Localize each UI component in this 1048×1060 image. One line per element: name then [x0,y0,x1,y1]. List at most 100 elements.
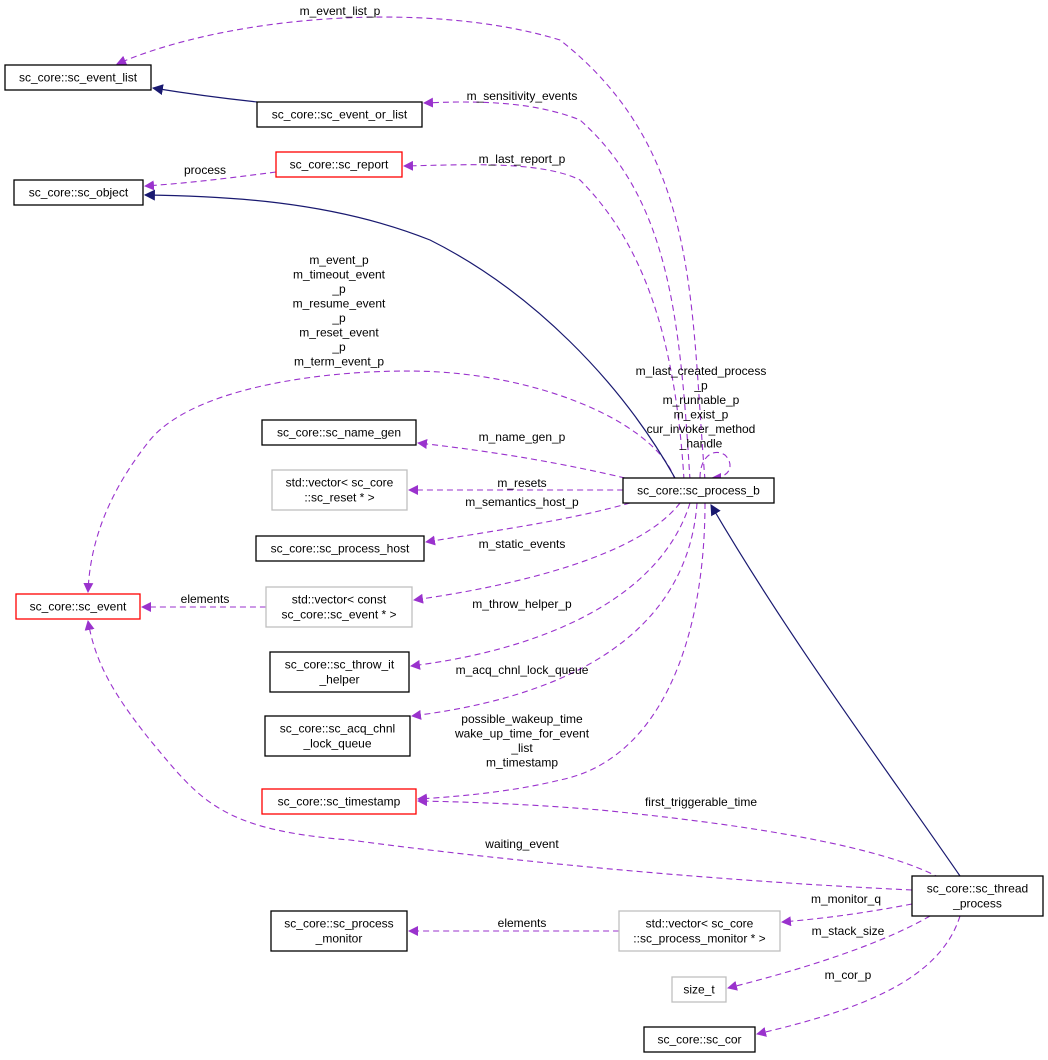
class-name: sc_core::sc_process_b [637,484,760,498]
class-box [643,1026,756,1053]
edge-label: _list [510,741,533,755]
edge-label: m_last_report_p [479,152,566,166]
class-name: sc_core::sc_cor [657,1033,741,1047]
class-node-process-monitor[interactable]: sc_core::sc_process_monitor [270,910,408,952]
class-box [270,910,408,952]
edge-line [413,502,681,604]
member-edge: m_resets [408,476,623,495]
edge-label: wake_up_time_for_event [454,727,590,741]
class-name: sc_core::sc_process [284,917,393,931]
class-name: sc_core::sc_report [290,158,389,172]
class-node-cor[interactable]: sc_core::sc_cor [643,1026,756,1053]
class-node-object[interactable]: sc_core::sc_object [13,179,144,206]
class-name: _process [952,897,1002,911]
class-node-event-list[interactable]: sc_core::sc_event_list [4,64,152,91]
class-box [911,875,1044,917]
class-node-process-host[interactable]: sc_core::sc_process_host [255,535,425,562]
class-name: ::sc_reset * > [304,491,374,505]
class-box [256,101,423,128]
edge-label: elements [498,916,547,930]
edge-line [410,502,691,670]
edge-label: m_acq_chnl_lock_queue [456,663,589,677]
edge-label: possible_wakeup_time [461,712,583,726]
edge-label: m_reset_event [299,326,379,340]
class-node-throw-it[interactable]: sc_core::sc_throw_it_helper [269,651,410,693]
edge-line [425,502,631,546]
edge-line [423,97,691,481]
class-box [622,477,775,504]
member-edge: m_static_events [413,502,681,604]
class-name: sc_core::sc_acq_chnl [280,722,395,736]
edge-label: m_timeout_event [293,268,386,282]
edge-line [727,915,931,991]
member-edge: m_event_pm_timeout_event_pm_resume_event… [83,253,676,593]
class-node-process-b[interactable]: sc_core::sc_process_b [622,477,775,504]
member-edge: elements [408,916,619,936]
inheritance-edge [710,504,961,877]
class-name: std::vector< sc_core [646,917,754,931]
edge-label: m_stack_size [812,924,885,938]
edge-line [417,796,941,879]
member-edge: m_sensitivity_events [423,89,691,481]
edge-label: _p [693,379,708,393]
member-edge: possible_wakeup_timewake_up_time_for_eve… [417,502,706,804]
member-edge: m_last_report_p [403,152,685,481]
class-box [261,788,417,815]
member-edge: process [144,163,277,191]
class-box [255,535,425,562]
member-edge: m_last_created_process_pm_runnable_pm_ex… [636,364,767,483]
class-name: sc_core::sc_event_or_list [272,108,408,122]
class-name: sc_core::sc_timestamp [278,795,401,809]
edge-line [151,84,258,103]
class-box [275,151,403,178]
edge-label: waiting_event [484,837,559,851]
class-node-vec-monitor[interactable]: std::vector< sc_core::sc_process_monitor… [618,910,781,952]
edge-label: m_monitor_q [811,892,881,906]
class-node-name-gen[interactable]: sc_core::sc_name_gen [261,419,417,446]
class-name: _monitor [315,932,363,946]
edge-line [417,439,626,479]
edge-label: m_resume_event [293,297,386,311]
edge-label: m_semantics_host_p [465,495,579,509]
edge-line [84,620,913,891]
edge-line [710,504,961,877]
member-edge: m_acq_chnl_lock_queue [411,502,698,720]
class-box [264,715,411,757]
class-node-thread-process: sc_core::sc_thread_process [911,875,1044,917]
edge-line [116,16,706,481]
edge-label: _handle [679,437,723,451]
edge-label: m_last_created_process [636,364,767,378]
edge-label: m_sensitivity_events [467,89,578,103]
edge-label: m_term_event_p [294,355,384,369]
class-node-size-t[interactable]: size_t [671,976,727,1003]
class-node-vec-reset[interactable]: std::vector< sc_core::sc_reset * > [271,469,408,511]
inheritance-edge [143,189,676,479]
edge-label: elements [181,592,230,606]
member-edge: m_cor_p [756,915,961,1037]
class-box [269,651,410,693]
member-edge: m_event_list_p [116,4,706,481]
edge-label: _p [331,311,346,325]
member-edge: m_semantics_host_p [425,495,631,546]
edge-line [143,189,676,479]
class-box [4,64,152,91]
class-node-report[interactable]: sc_core::sc_report [275,151,403,178]
class-node-timestamp[interactable]: sc_core::sc_timestamp [261,788,417,815]
class-box [271,469,408,511]
class-node-event[interactable]: sc_core::sc_event [15,593,141,620]
class-name: sc_core::sc_throw_it [285,658,395,672]
member-edge: m_monitor_q [781,892,913,927]
class-name: std::vector< const [292,593,387,607]
edge-line [699,451,731,483]
class-node-event-or-list[interactable]: sc_core::sc_event_or_list [256,101,423,128]
class-name: sc_core::sc_thread [927,882,1028,896]
class-node-acq-chnl[interactable]: sc_core::sc_acq_chnl_lock_queue [264,715,411,757]
edge-line [781,903,913,927]
class-name: sc_core::sc_process_host [271,542,410,556]
member-edge: waiting_event [84,620,913,891]
edge-line [403,160,685,481]
member-edge: m_throw_helper_p [410,502,691,670]
class-box [618,910,781,952]
